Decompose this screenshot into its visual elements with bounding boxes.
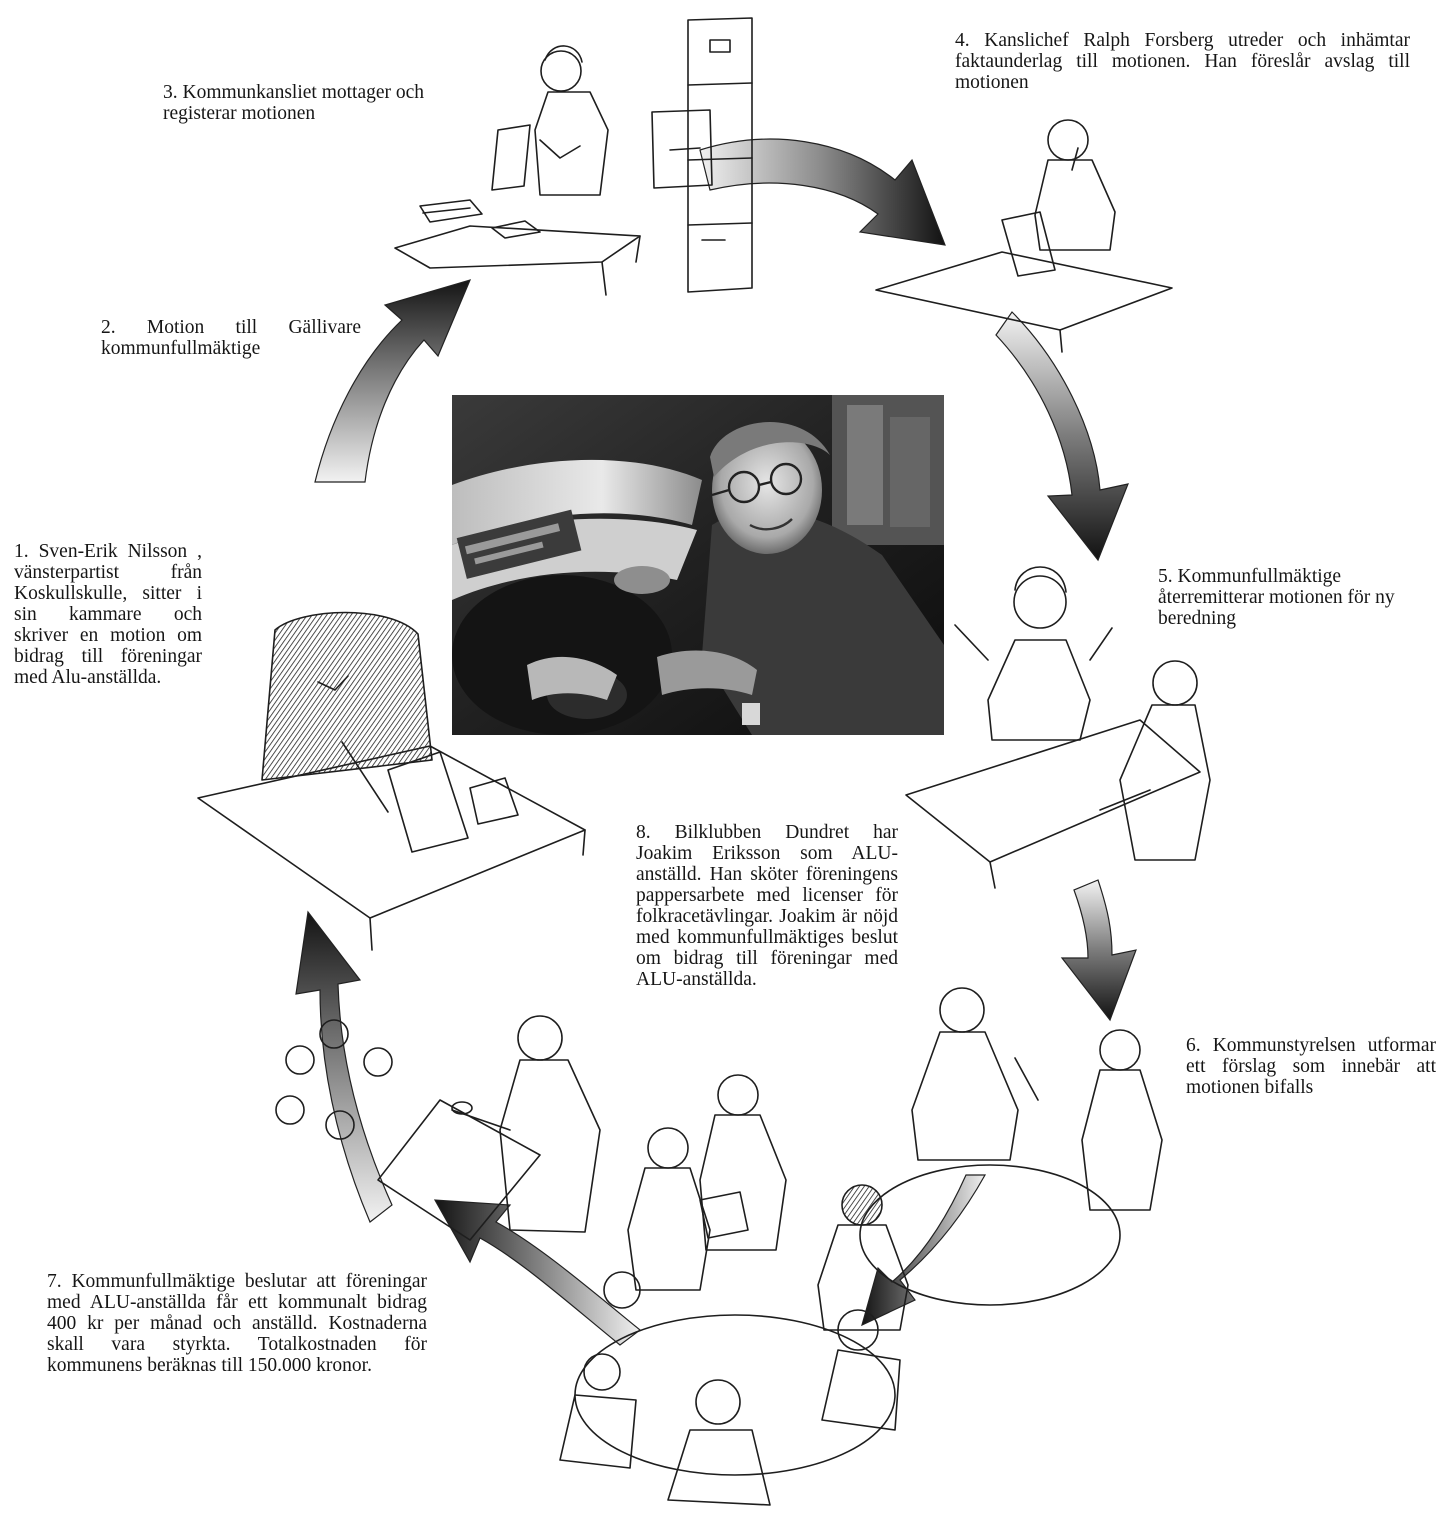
scene-chairman [275,1015,601,1241]
scene-filing-cabinet [651,17,753,293]
scene-meeting [559,1074,909,1506]
step-3-caption: 3. Kommunkansliet mottager och registera… [163,82,425,124]
step-1-caption: 1. Sven-Erik Nils­son , vänsterpartist f… [14,541,202,688]
arrow-4-to-5 [995,311,1129,562]
step-6-caption: 6. Kommunstyrelsen ut­formar ett förslag… [1186,1035,1436,1098]
scene-forsberg [875,119,1173,353]
arrow-3-to-4 [699,138,946,246]
arrow-7-to-1 [295,910,393,1223]
scene-sven-erik [197,611,586,951]
arrow-7-to-8 [433,1199,641,1346]
arrow-5-to-6 [1060,879,1137,1022]
step-5-caption: 5. Kommunfullmäktige återremitterar moti… [1158,566,1395,629]
arrow-1-to-3 [314,279,472,483]
center-photo [452,395,944,735]
step-8-caption: 8. Bilklubben Dundret har Joakim Eriksso… [636,822,898,990]
scene-recommittal [905,566,1211,889]
step-2-caption: 2. Motion till Gällivare kommunfullmäkti… [101,317,361,359]
step-4-caption: 4. Kanslichef Ralph Forsberg utreder och… [955,30,1410,93]
scene-clerk [394,45,641,296]
scene-council [859,987,1163,1306]
arrow-6-to-7 [861,1174,987,1327]
step-7-caption: 7. Kommunfullmäktige beslutar att för­en… [47,1271,427,1376]
